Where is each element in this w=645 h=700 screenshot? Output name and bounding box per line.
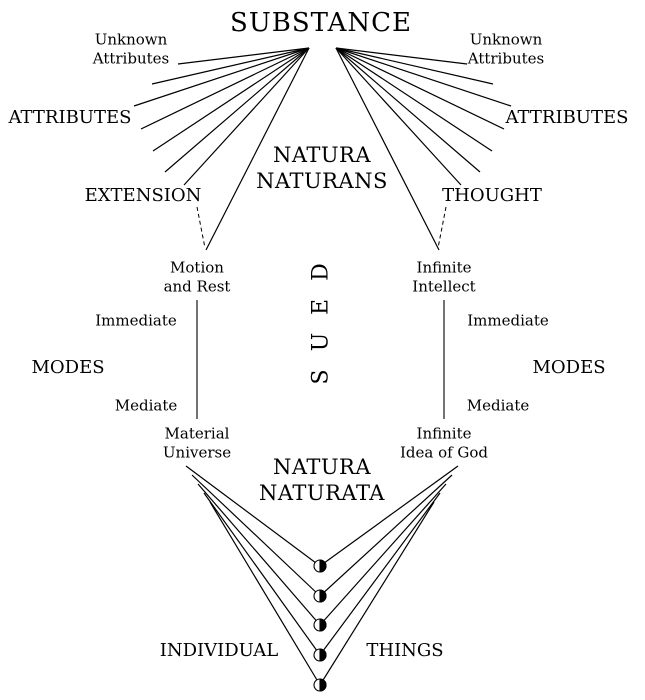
immediate-right-label: Immediate	[467, 311, 549, 330]
infinite-idea-of-god-label: Infinite Idea of God	[399, 424, 489, 461]
thought-label: THOUGHT	[442, 184, 542, 206]
motion-and-rest-label: Motion and Rest	[163, 258, 231, 295]
things-label: THINGS	[366, 639, 444, 661]
left-attribute-fan	[133, 47, 310, 251]
modes-left-label: MODES	[31, 356, 105, 378]
extension-label: EXTENSION	[84, 184, 202, 206]
deus-letter-d: D	[308, 263, 334, 281]
natura-naturans-label: NATURA NATURANS	[256, 142, 388, 193]
individual-things-nodes	[313, 559, 327, 692]
unknown-attributes-right: Unknown Attributes	[467, 30, 545, 67]
immediate-left-label: Immediate	[95, 311, 177, 330]
deus-letter-u: U	[308, 332, 334, 352]
unknown-attributes-left: Unknown Attributes	[92, 30, 170, 67]
infinite-intellect-label: Infinite Intellect	[412, 258, 476, 295]
natura-naturata-label: NATURA NATURATA	[259, 454, 385, 505]
mediate-left-label: Mediate	[114, 396, 178, 415]
left-dashed-connector	[196, 206, 206, 249]
material-universe-label: Material Universe	[162, 424, 232, 461]
mediate-right-label: Mediate	[466, 396, 530, 415]
modes-right-label: MODES	[532, 356, 606, 378]
right-attribute-fan	[335, 47, 512, 251]
bottom-right-fan	[319, 465, 459, 686]
deus-letter-e: E	[308, 298, 334, 316]
right-dashed-connector	[437, 206, 447, 249]
attributes-right: ATTRIBUTES	[505, 106, 629, 128]
substance-title: SUBSTANCE	[230, 7, 412, 38]
deus-letter-s: S	[308, 369, 334, 385]
individual-label: INDIVIDUAL	[159, 639, 279, 661]
attributes-left: ATTRIBUTES	[8, 106, 132, 128]
bottom-left-fan	[185, 465, 321, 686]
